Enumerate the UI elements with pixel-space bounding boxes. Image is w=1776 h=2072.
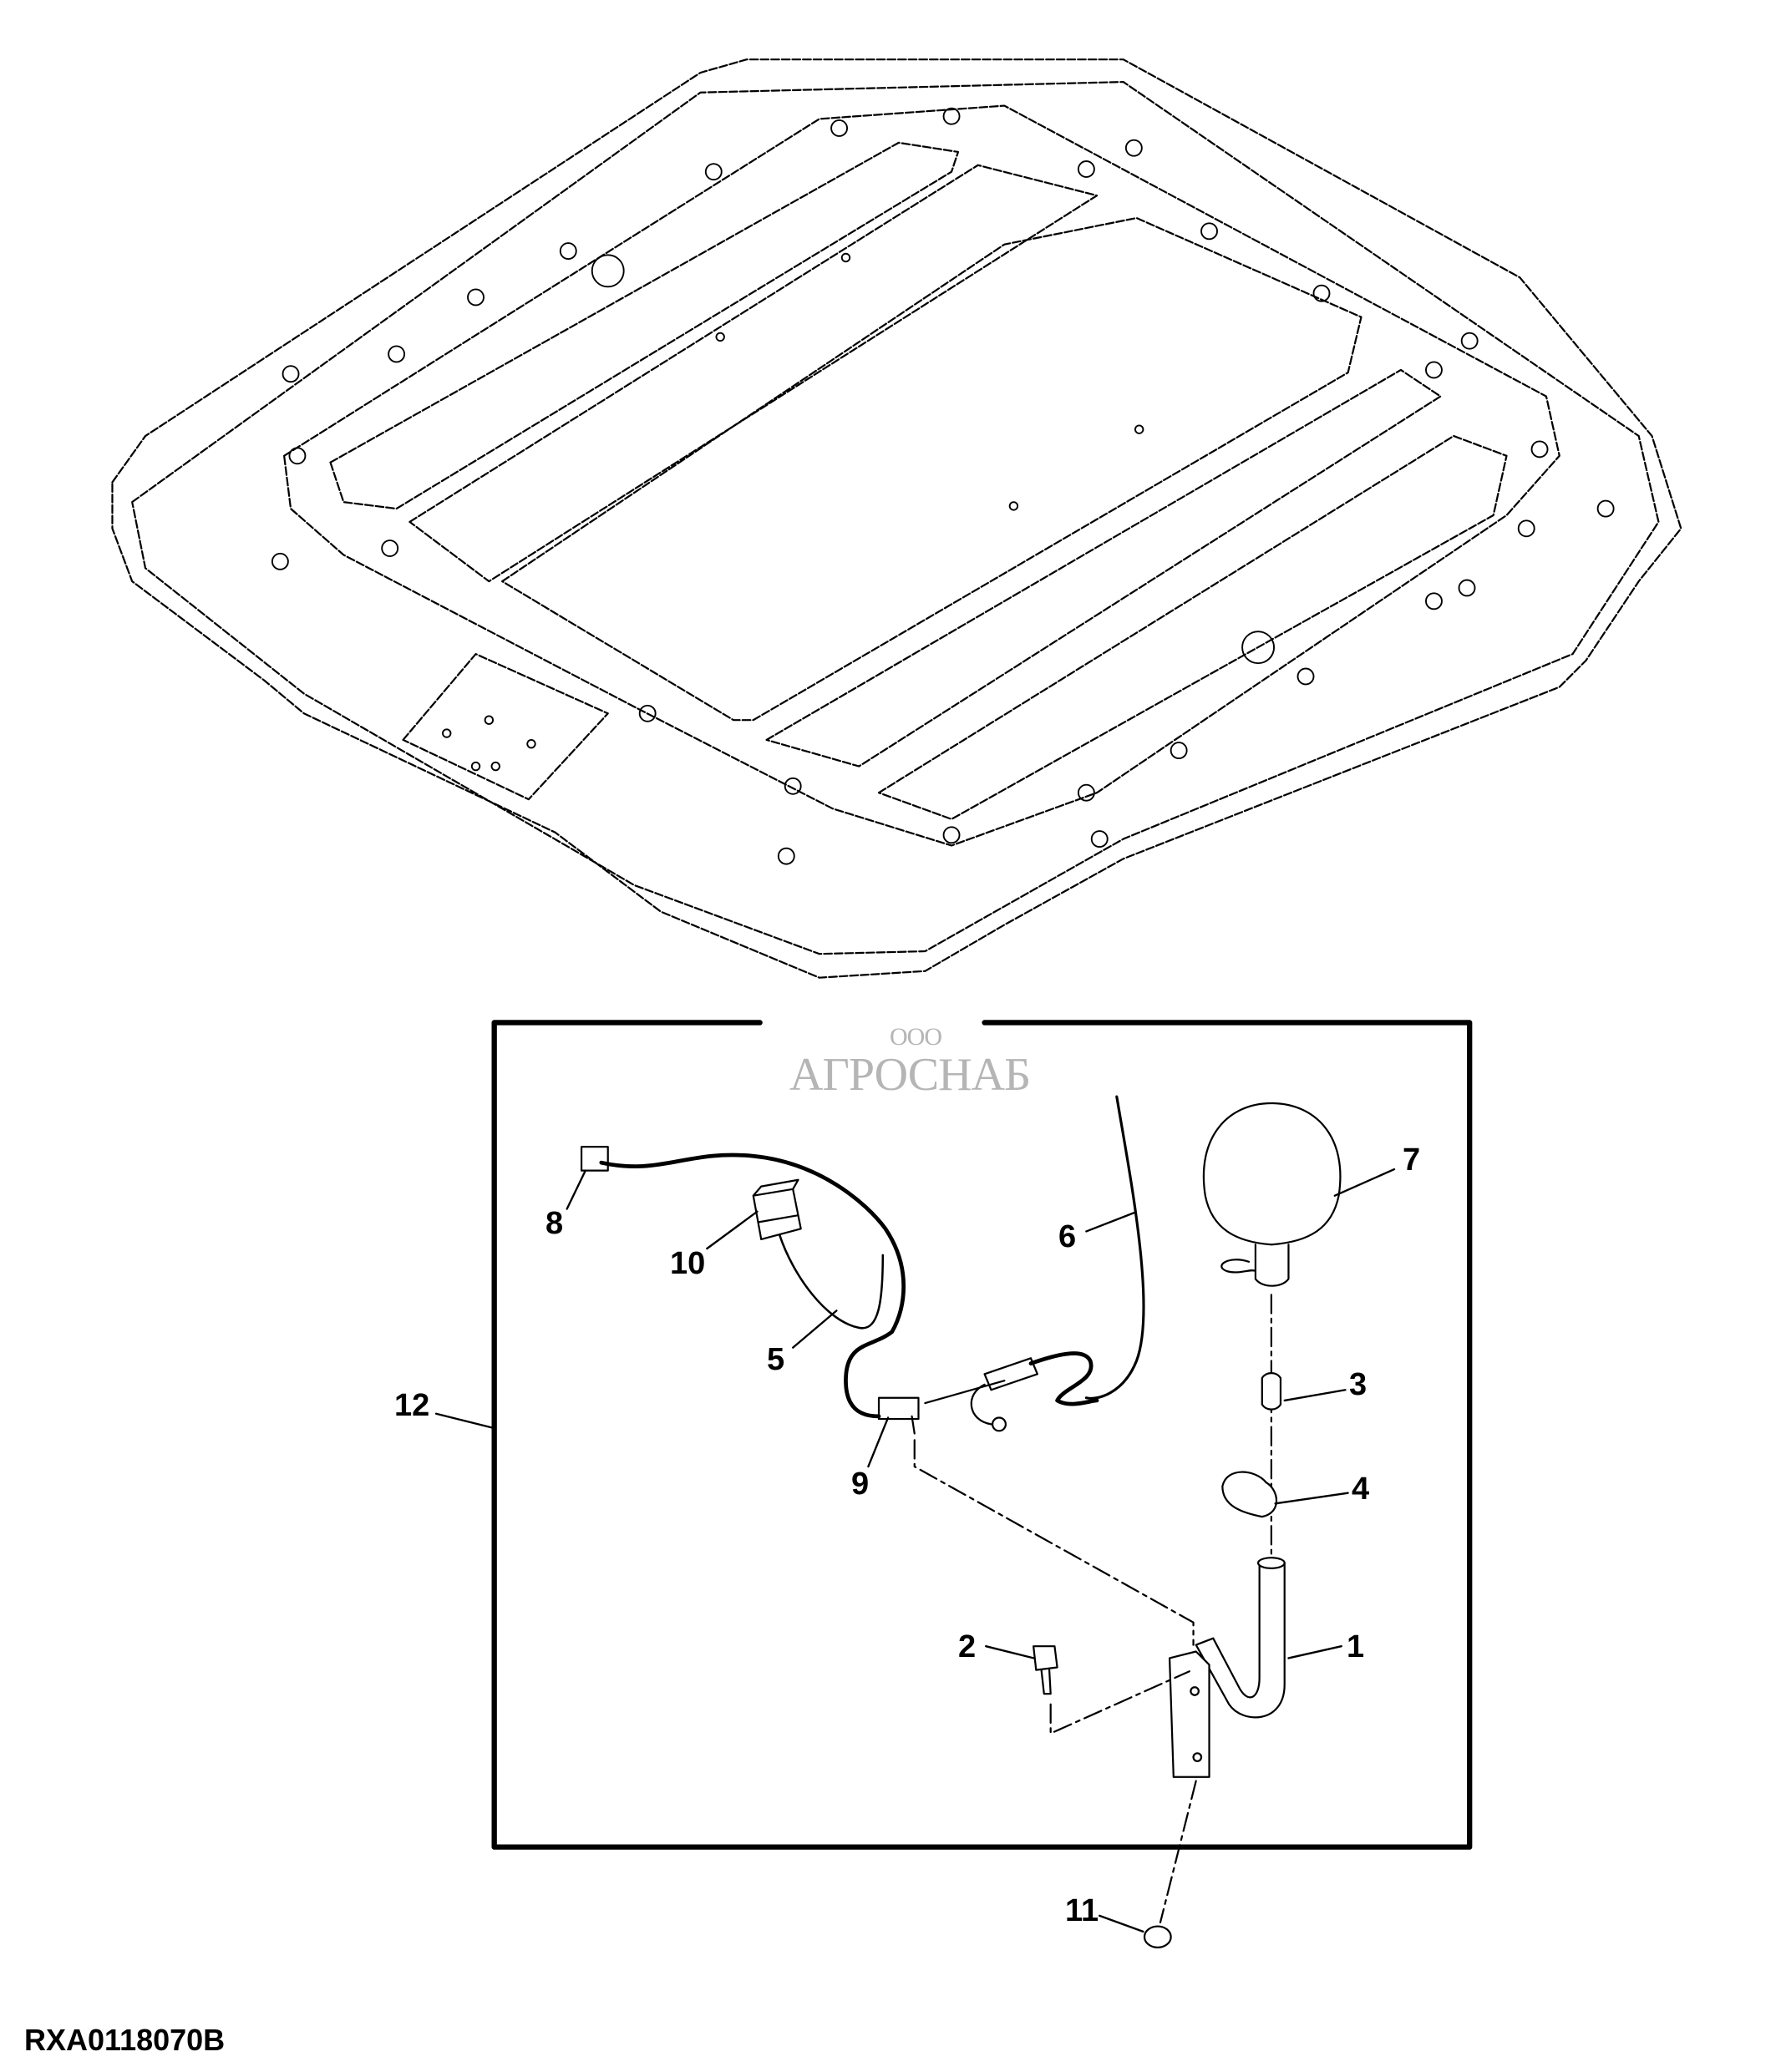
callout-5: 5 [767,1342,785,1377]
roof-bolt-holes [271,107,1615,865]
callout-1: 1 [1347,1629,1365,1664]
callout-3: 3 [1349,1367,1368,1402]
callout-11: 11 [1065,1893,1099,1928]
bolt-2 [1033,1645,1058,1695]
kit-boundary-box [491,1020,1473,1850]
callout-4: 4 [1352,1472,1370,1507]
adapter-3 [1261,1371,1282,1411]
cable-6 [1084,1095,1145,1400]
callout-leaders [434,1168,1396,1933]
callout-9: 9 [851,1467,870,1502]
callout-12: 12 [394,1388,430,1423]
cab-roof-panel [111,58,1682,979]
beacon-light [1202,1102,1342,1287]
assembly-centerlines [913,1439,1197,1923]
clip-4 [1221,1471,1278,1518]
callout-6: 6 [1058,1219,1077,1254]
callout-8: 8 [545,1206,564,1241]
bracket-tube-1 [1168,1557,1286,1778]
screw-11 [1143,1925,1172,1948]
callout-10: 10 [670,1246,706,1281]
figure-id: RXA0118070B [24,2023,226,2057]
connector-8 [580,1146,609,1172]
callout-7: 7 [1403,1142,1421,1178]
callout-2: 2 [958,1629,977,1664]
connector-9 [877,1396,920,1421]
wiring-harness [580,1095,1145,1435]
relay-10 [752,1178,802,1241]
